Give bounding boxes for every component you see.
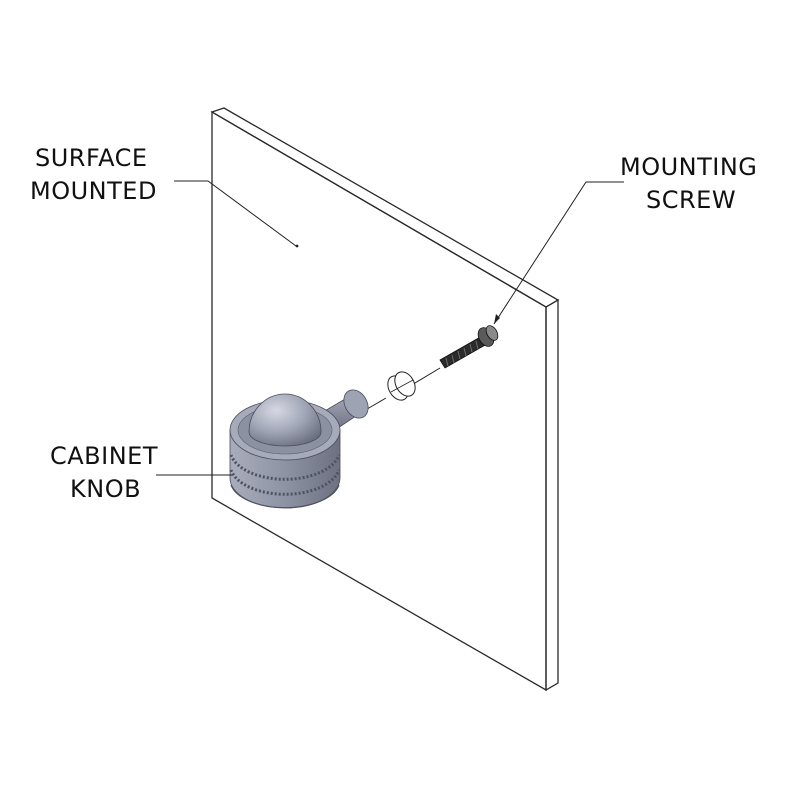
surface-leader-dot (295, 244, 299, 248)
screw-label-line-1: MOUNTING (620, 153, 757, 181)
knob-label-line-2: KNOB (70, 475, 141, 503)
washer (387, 371, 416, 401)
surface-label-line-1: SURFACE (35, 144, 148, 172)
callout-cabinet-knob: CABINET KNOB (50, 442, 232, 503)
callout-surface-mounted: SURFACE MOUNTED (30, 144, 299, 248)
screw-leader-line (493, 181, 624, 325)
screw-leader-arrow (494, 314, 500, 324)
callout-mounting-screw: MOUNTING SCREW (493, 153, 757, 325)
knob-dome (248, 393, 322, 447)
knob-label-line-1: CABINET (50, 442, 158, 470)
screw-label-line-2: SCREW (646, 186, 736, 214)
mounting-surface-panel (210, 107, 560, 692)
surface-label-line-2: MOUNTED (30, 177, 157, 205)
surface-leader-line (174, 180, 297, 247)
mounting-screw (439, 325, 499, 369)
cabinet-knob (229, 389, 369, 509)
